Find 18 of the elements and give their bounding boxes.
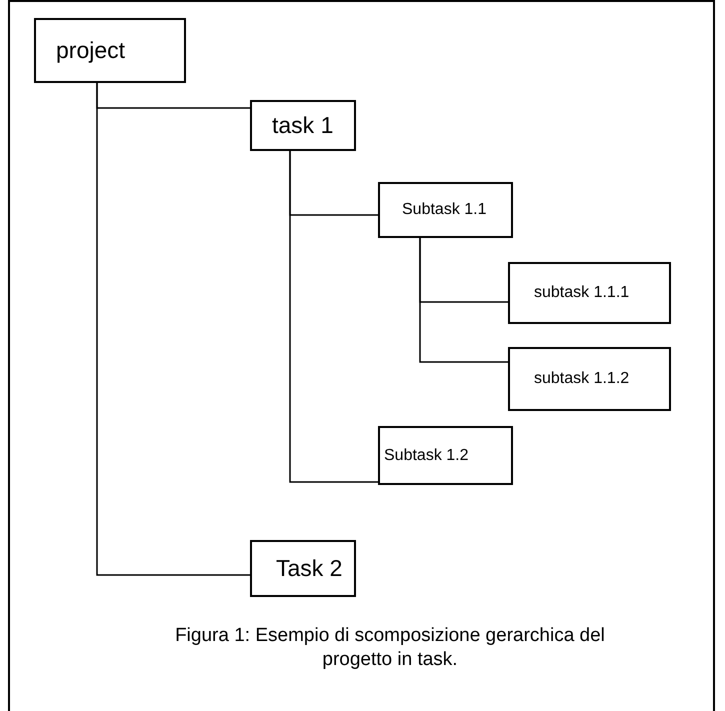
- task-box: [508, 262, 671, 324]
- task-box: [34, 18, 186, 83]
- connector-line: [289, 151, 378, 483]
- task-box: [250, 100, 356, 151]
- task-box: [378, 426, 513, 485]
- task-label: Subtask 1.2: [384, 446, 468, 464]
- task-box: [378, 182, 513, 238]
- task-label: project: [56, 37, 126, 64]
- task-label: task 1: [272, 112, 334, 139]
- connector-line: [96, 83, 250, 576]
- figure-caption: Figura 1: Esempio di scomposizione gerarchica del progetto in task.: [174, 624, 606, 672]
- connector-line: [419, 238, 508, 363]
- task-label: subtask 1.1.2: [534, 370, 630, 388]
- task-label: Task 2: [276, 555, 342, 582]
- task-box: [508, 347, 671, 411]
- task-box: [250, 540, 356, 597]
- task-label: Subtask 1.1: [402, 201, 486, 219]
- task-label: subtask 1.1.1: [534, 284, 630, 302]
